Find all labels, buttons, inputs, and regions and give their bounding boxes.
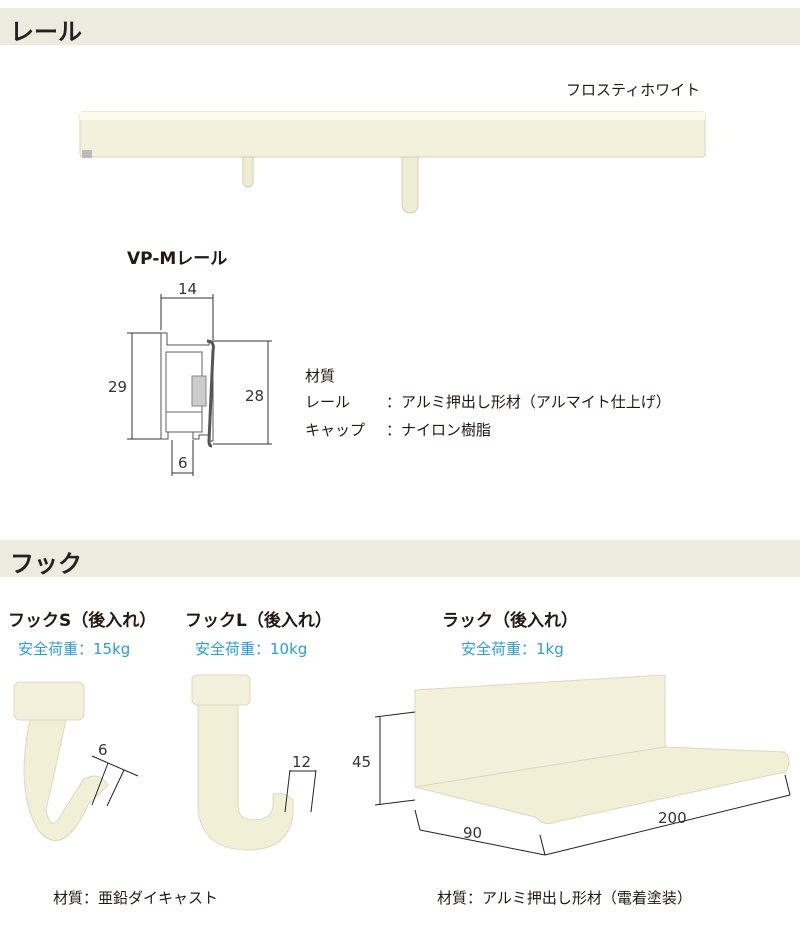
section-title: レール — [10, 18, 82, 46]
material-value: ：ナイロン樹脂 — [386, 421, 492, 439]
rack-width-dim: 200 — [658, 809, 687, 827]
rail-profile-diagram: 14 29 28 6 — [108, 280, 272, 476]
section-header-hook: フック — [0, 540, 800, 578]
hook-s-load: 安全荷重：15kg — [18, 640, 131, 658]
hook-s-dim: 6 — [98, 741, 108, 759]
svg-text:14: 14 — [178, 280, 197, 298]
rack-material: 材質：アルミ押出し形材（電着塗装） — [437, 889, 692, 907]
section-title: フック — [10, 550, 82, 578]
svg-text:29: 29 — [108, 378, 127, 396]
rack-height-dim: 45 — [352, 753, 371, 771]
material-part: レール — [305, 393, 351, 411]
hook-l-image: 12 — [191, 674, 317, 851]
material-part: キャップ — [305, 421, 366, 439]
rack-depth-dim: 90 — [463, 824, 482, 842]
hook-l-title: フックL（後入れ） — [185, 611, 332, 631]
rack-title: ラック（後入れ） — [442, 611, 578, 631]
color-name: フロスティホワイト — [566, 81, 701, 99]
rack-load: 安全荷重：1kg — [461, 640, 564, 658]
hook-l-dim: 12 — [292, 753, 311, 771]
svg-text:6: 6 — [178, 454, 188, 472]
svg-text:28: 28 — [245, 387, 264, 405]
section-header-rail: レール — [0, 8, 800, 46]
hook-s-image: 6 — [13, 681, 139, 841]
hook-material: 材質：亜鉛ダイキャスト — [53, 889, 219, 907]
hook-l-load: 安全荷重：10kg — [195, 640, 308, 658]
material-value: ：アルミ押出し形材（アルマイト仕上げ） — [386, 393, 671, 411]
rack-image: 45 90 200 — [352, 674, 791, 856]
rail-model: VP-Mレール — [127, 249, 228, 269]
hook-s-title: フックS（後入れ） — [8, 611, 157, 631]
rail-image — [79, 111, 706, 214]
material-label: 材質 — [305, 367, 336, 385]
